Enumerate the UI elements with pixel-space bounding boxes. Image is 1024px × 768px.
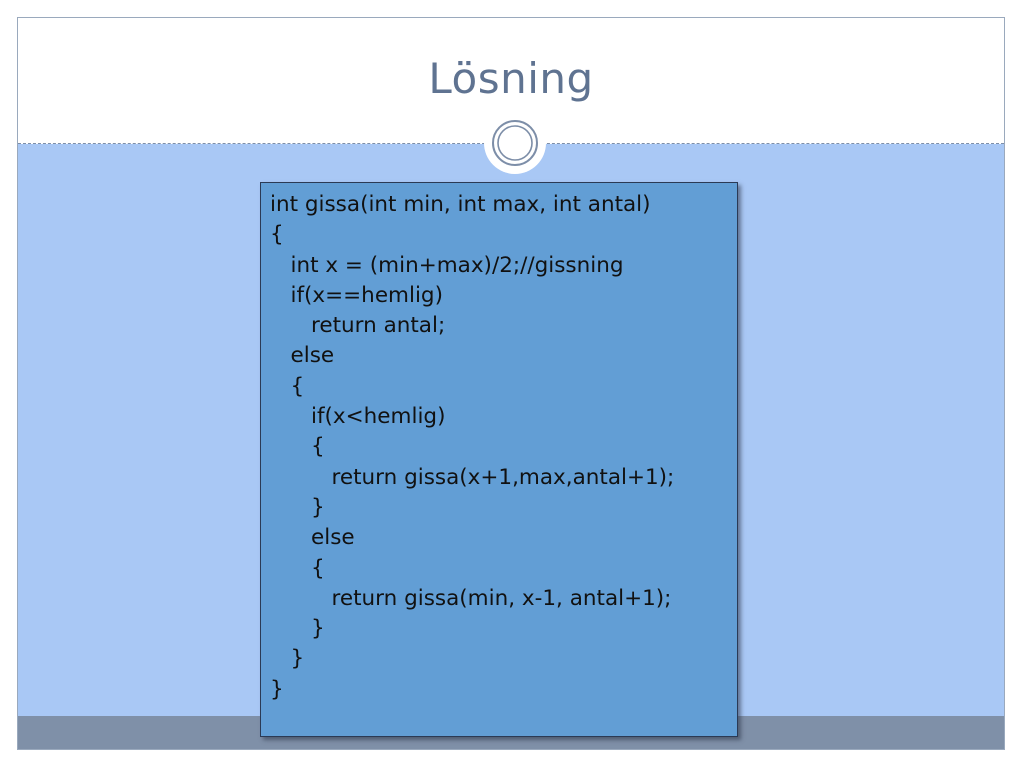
code-line: { (270, 222, 284, 248)
code-line: int x = (min+max)/2;//gissning (270, 252, 624, 278)
code-line: if(x==hemlig) (270, 282, 443, 308)
code-line: } (270, 494, 325, 520)
code-line: { (270, 434, 325, 460)
slide: Lösning int gissa(int min, int max, int … (17, 17, 1005, 750)
code-line: if(x<hemlig) (270, 404, 446, 430)
code-line: } (270, 646, 305, 672)
code-line: else (270, 343, 335, 369)
code-line: { (270, 373, 305, 399)
code-line: return gissa(x+1,max,antal+1); (270, 464, 675, 490)
code-line: { (270, 555, 325, 581)
code-line: } (270, 616, 325, 642)
code-line: return gissa(min, x-1, antal+1); (270, 585, 672, 611)
code-box: int gissa(int min, int max, int antal) {… (260, 182, 738, 737)
code-line: } (270, 676, 284, 702)
code-line: return antal; (270, 313, 446, 339)
code-line: else (270, 525, 355, 551)
slide-title: Lösning (428, 54, 594, 103)
code-line: int gissa(int min, int max, int antal) (270, 192, 651, 217)
circle-ornament-icon (484, 112, 546, 174)
